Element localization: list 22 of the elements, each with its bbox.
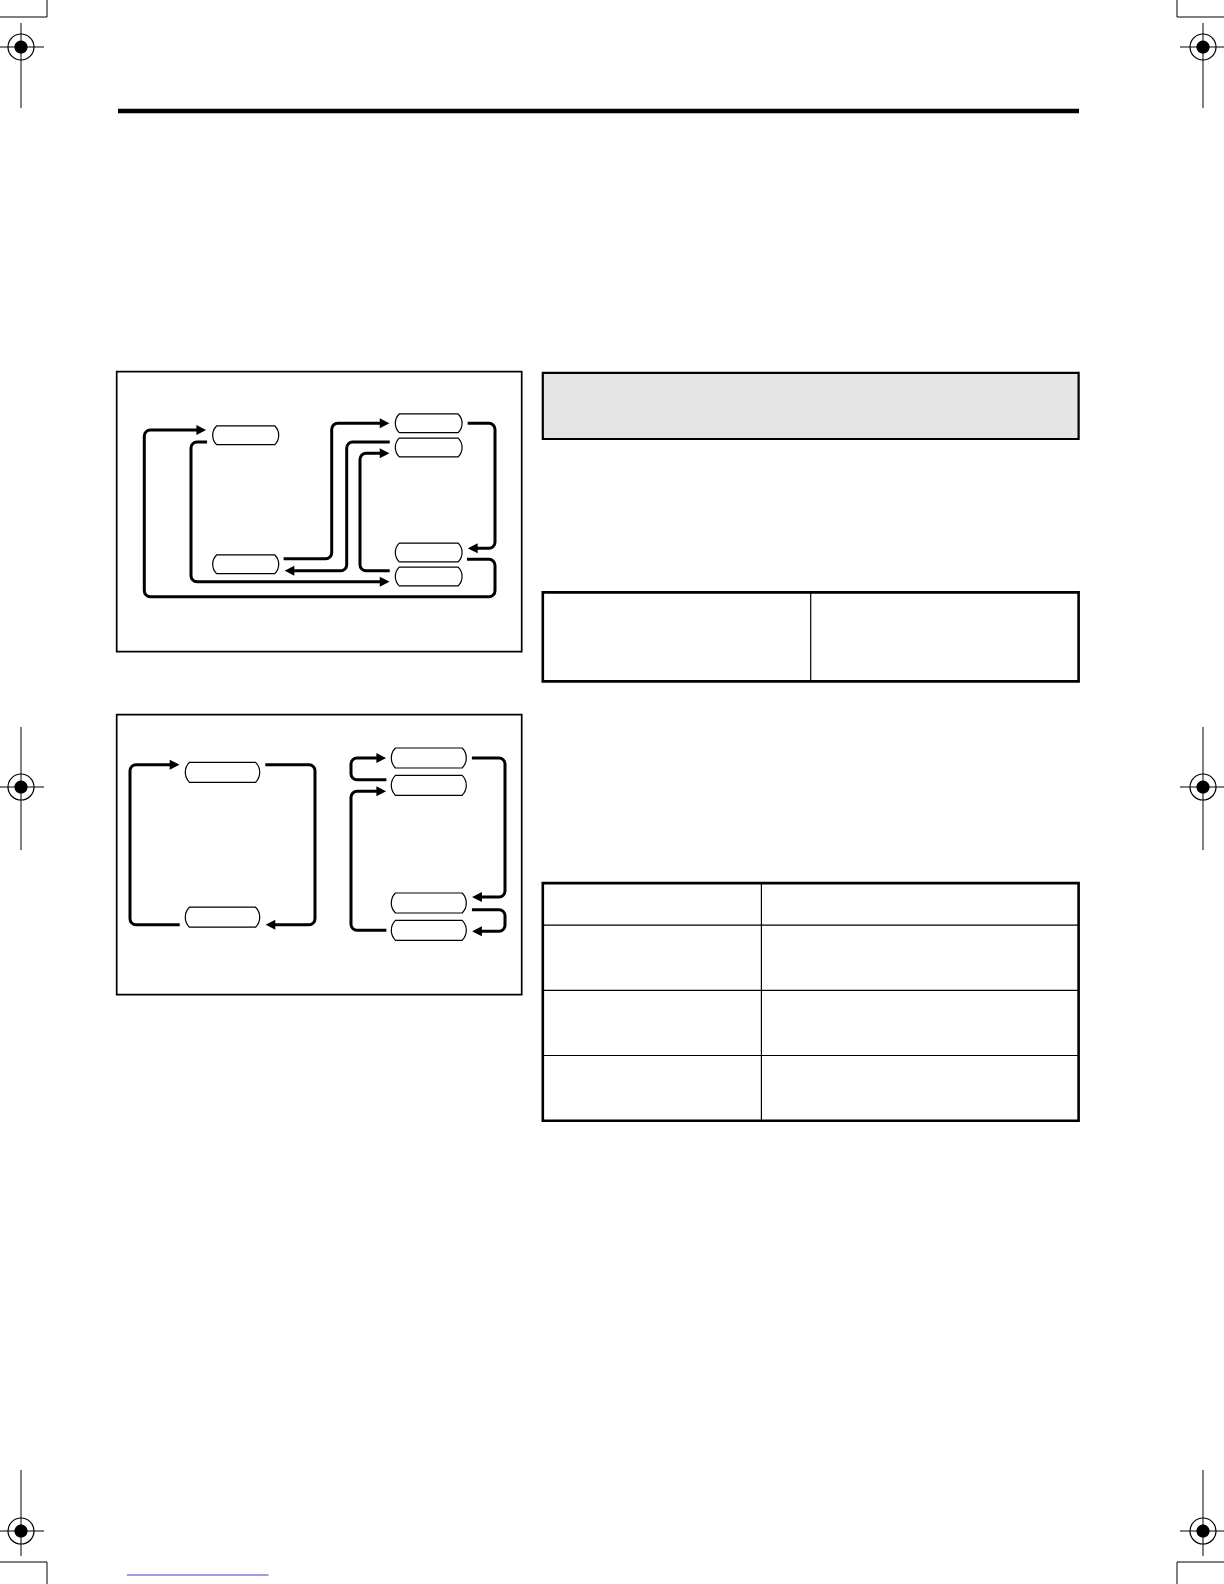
arrow xyxy=(265,763,317,930)
rounded-box xyxy=(390,892,467,914)
shaded-box xyxy=(541,371,1080,441)
rounded-box xyxy=(212,425,280,446)
arrow xyxy=(142,425,497,599)
arrow xyxy=(349,753,387,782)
rounded-box xyxy=(394,542,463,563)
rounded-box xyxy=(184,906,261,928)
rounded-box xyxy=(394,413,463,434)
rounded-box xyxy=(212,554,280,575)
rounded-box xyxy=(394,566,463,587)
rounded-box xyxy=(390,919,467,941)
arrow xyxy=(471,908,507,937)
rounded-box xyxy=(390,747,467,769)
rounded-box xyxy=(390,774,467,796)
arrow xyxy=(471,756,507,902)
arrow xyxy=(128,759,180,927)
arrow xyxy=(349,786,387,932)
arrow xyxy=(358,448,390,573)
rounded-box xyxy=(394,437,463,458)
rounded-box xyxy=(184,761,261,783)
arrow xyxy=(467,421,497,554)
